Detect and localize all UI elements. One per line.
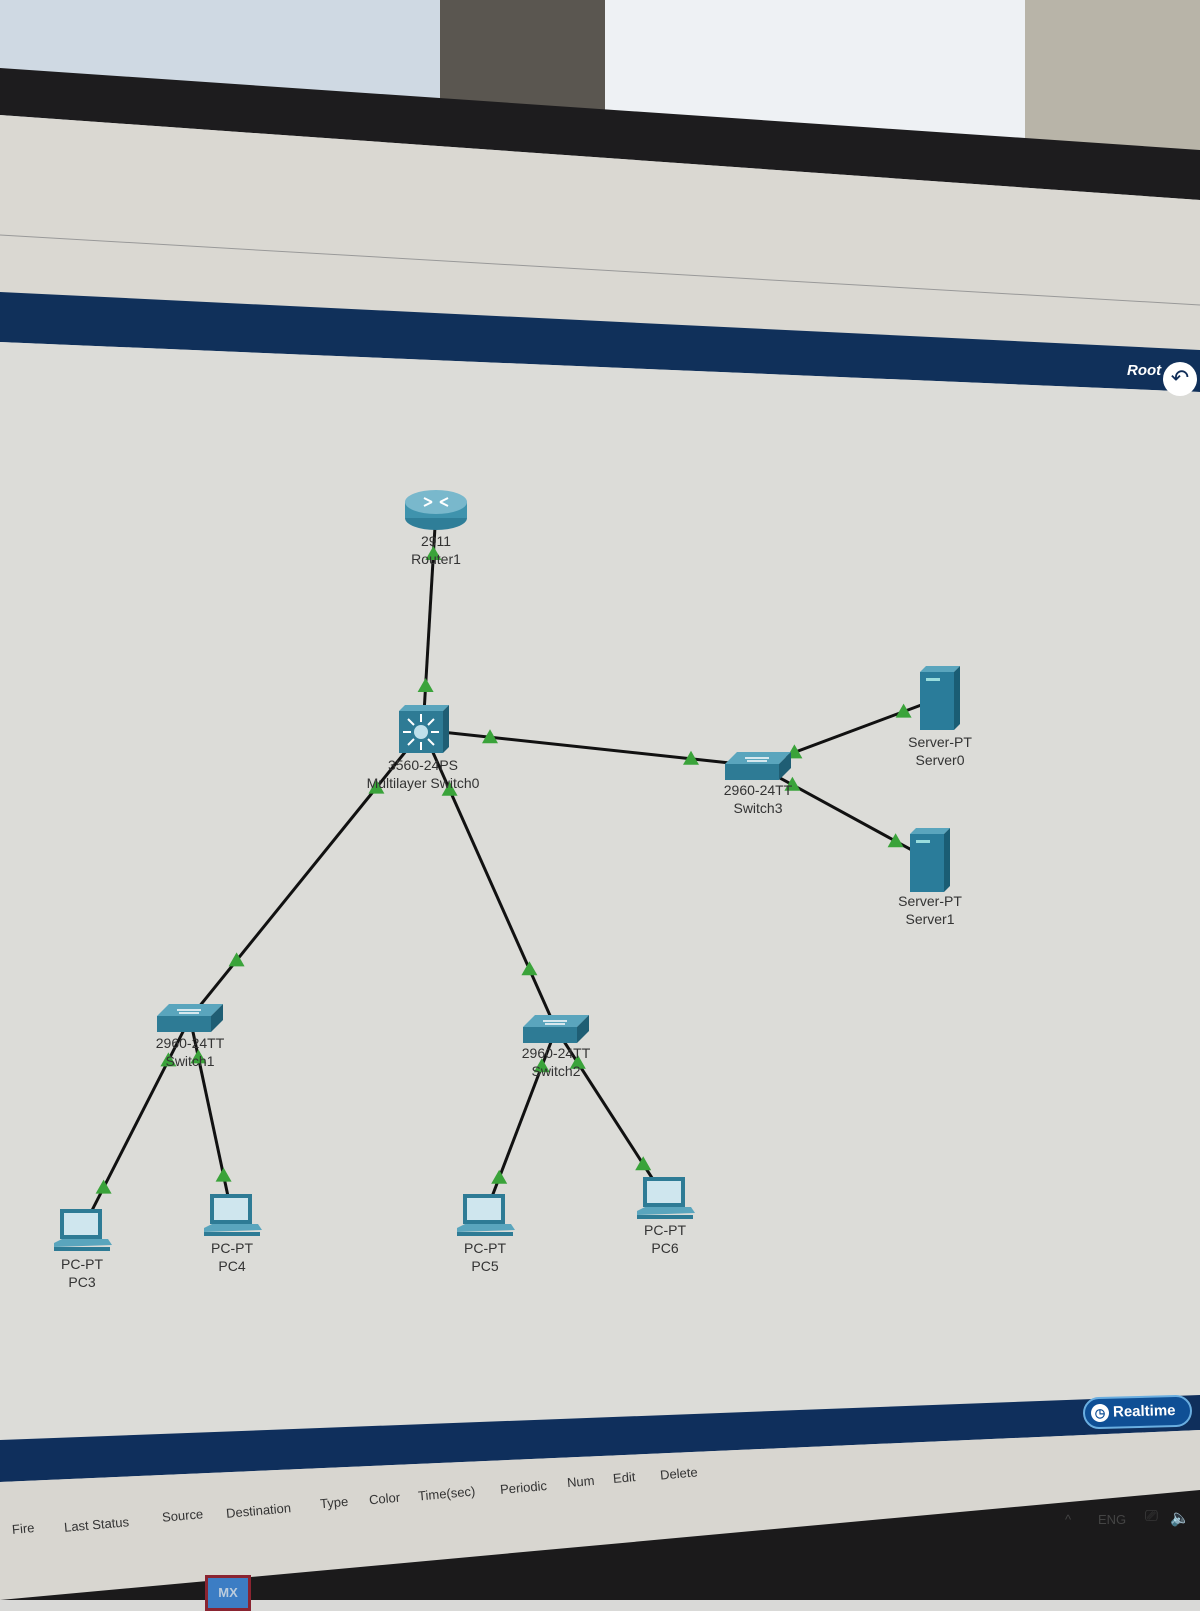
link-status-up-icon [683, 750, 699, 765]
link-status-up-icon [491, 1169, 508, 1184]
workspace-canvas [0, 342, 1200, 1440]
link-status-up-icon [635, 1156, 652, 1171]
link-status-up-icon [228, 952, 245, 967]
device-name-label: PC6 [651, 1240, 679, 1256]
pdu-panel [0, 1430, 1200, 1600]
volume-icon[interactable]: 🔈 [1170, 1510, 1190, 1527]
pdu-column-header: Delete [659, 1464, 699, 1483]
link-switch1-pc3[interactable] [80, 1017, 192, 1231]
device-router1[interactable] [404, 488, 468, 537]
device-model-label: 2960-24TT [723, 782, 793, 798]
title-bar [0, 292, 1200, 392]
pc-icon [204, 1194, 262, 1236]
device-switch1[interactable] [157, 1002, 223, 1039]
link-router1-mls0[interactable] [421, 509, 438, 731]
device-name-label: PC4 [218, 1258, 246, 1274]
link-status-up-icon [190, 1049, 207, 1064]
device-switch2[interactable] [523, 1013, 589, 1050]
device-model-label: 3560-24PS [387, 757, 459, 773]
device-name-label: Router1 [411, 551, 461, 567]
bottom-bar [0, 1395, 1200, 1482]
pc-icon [637, 1177, 695, 1219]
language-indicator[interactable]: ENG [1098, 1512, 1127, 1527]
link-status-up-icon [160, 1052, 177, 1067]
device-model-label: PC-PT [211, 1240, 253, 1256]
device-name-label: PC5 [471, 1258, 499, 1274]
device-model-label: PC-PT [464, 1240, 506, 1256]
link-switch1-pc4[interactable] [188, 1017, 234, 1216]
link-status-up-icon [784, 776, 801, 791]
pdu-column-header: Num [566, 1472, 596, 1490]
pdu-column-header: Fire [11, 1520, 36, 1537]
link-status-up-icon [417, 678, 434, 692]
device-name-label: Multilayer Switch0 [366, 775, 480, 791]
link-mls0-switch3[interactable] [422, 728, 759, 768]
switch-icon [523, 1015, 589, 1043]
device-server1[interactable] [908, 826, 952, 899]
device-model-label: PC-PT [61, 1256, 103, 1272]
link-status-up-icon [425, 546, 442, 560]
back-arrow-icon[interactable]: ↶ [1163, 362, 1197, 396]
server-icon [910, 828, 950, 892]
pc-icon [457, 1194, 515, 1236]
tray-chevron-icon[interactable]: ^ [1065, 1512, 1072, 1527]
switch-icon [157, 1004, 223, 1032]
multilayer-switch-icon [399, 705, 449, 753]
link-mls0-switch2[interactable] [421, 729, 558, 1030]
device-model-label: 2960-24TT [155, 1035, 225, 1051]
switch-icon [725, 752, 791, 780]
pdu-column-header: Type [319, 1493, 349, 1511]
device-model-label: Server-PT [908, 734, 972, 750]
device-name-label: Server0 [915, 752, 965, 768]
link-switch2-pc5[interactable] [483, 1028, 558, 1216]
device-mls0[interactable] [397, 705, 449, 760]
link-status-up-icon [887, 833, 904, 848]
device-pc4[interactable] [202, 1192, 262, 1243]
device-pc3[interactable] [52, 1207, 112, 1258]
link-status-up-icon [895, 703, 912, 718]
link-status-up-icon [215, 1167, 232, 1182]
realtime-mode-button[interactable]: ◷Realtime [1082, 1394, 1193, 1430]
server-icon [920, 666, 960, 730]
link-status-up-icon [441, 781, 458, 796]
device-pc6[interactable] [635, 1175, 695, 1226]
breadcrumb-root[interactable]: Root [1127, 362, 1162, 379]
device-switch3[interactable] [725, 750, 791, 787]
device-name-label: Server1 [905, 911, 955, 927]
device-model-label: 2911 [420, 533, 452, 549]
link-status-up-icon [569, 1054, 586, 1069]
taskbar-app-mx[interactable]: MX [205, 1575, 251, 1611]
device-model-label: 2960-24TT [521, 1045, 591, 1061]
pdu-column-header: Edit [612, 1468, 637, 1486]
router-icon [405, 490, 467, 530]
network-icon[interactable]: ⎚ [1145, 1508, 1158, 1525]
link-status-up-icon [521, 961, 538, 976]
link-status-up-icon [95, 1179, 112, 1194]
link-status-up-icon [533, 1058, 550, 1073]
taskbar [0, 1490, 1200, 1600]
device-name-label: Switch3 [733, 800, 783, 816]
device-name-label: PC3 [68, 1274, 96, 1290]
clock-icon: ◷ [1090, 1403, 1110, 1423]
link-status-up-icon [368, 779, 385, 794]
device-name-label: Switch1 [165, 1053, 215, 1069]
device-model-label: Server-PT [898, 893, 962, 909]
pdu-column-header: Color [368, 1489, 401, 1507]
link-status-up-icon [482, 729, 498, 744]
device-name-label: Switch2 [531, 1063, 581, 1079]
link-mls0-switch1[interactable] [188, 729, 425, 1019]
device-pc5[interactable] [455, 1192, 515, 1243]
device-server0[interactable] [918, 664, 962, 737]
realtime-label: Realtime [1112, 1402, 1176, 1421]
device-model-label: PC-PT [644, 1222, 686, 1238]
pc-icon [54, 1209, 112, 1251]
